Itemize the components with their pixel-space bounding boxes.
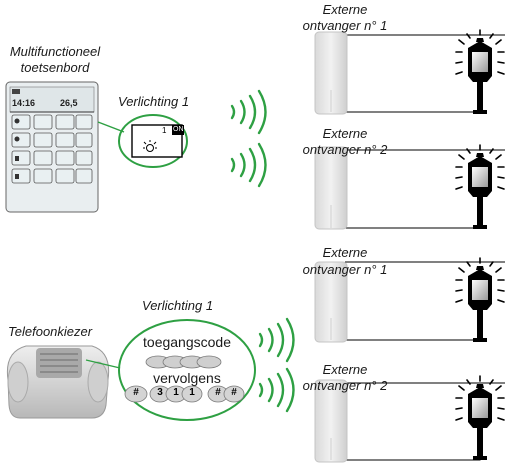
keypad-bubble-state: ON [173, 126, 184, 133]
receiver-1-line1: Externe [322, 2, 368, 17]
keypad-label-line2: toetsenbord [20, 60, 90, 75]
keypad-time: 14:16 [12, 98, 36, 108]
phone-bubble-title: Verlichting 1 [142, 298, 214, 313]
access-code-label: toegangscode [143, 334, 231, 350]
receiver-2-line2: ontvanger n° 2 [302, 142, 388, 157]
receiver-2-line1: Externe [322, 126, 368, 141]
receiver-devices [314, 31, 348, 463]
receiver-3-line2: ontvanger n° 1 [302, 262, 388, 277]
keypad-device [5, 81, 99, 213]
code-key-3: 1 [173, 387, 179, 398]
keypad-bubble-title: Verlichting 1 [118, 94, 190, 109]
then-label: vervolgens [153, 370, 221, 386]
keypad-bubble-channel: 1 [162, 126, 167, 135]
code-key-5: # [215, 387, 221, 398]
code-key-6: # [231, 387, 237, 398]
code-key-1: # [133, 387, 139, 398]
phone-dialer-device [6, 345, 110, 419]
code-key-4: 1 [189, 387, 195, 398]
receiver-4-line1: Externe [322, 362, 368, 377]
keypad-temperature: 26,5 [60, 98, 78, 108]
code-key-2: 3 [157, 387, 163, 398]
receiver-4-line2: ontvanger n° 2 [302, 378, 388, 393]
keypad-label-line1: Multifunctioneel [9, 44, 101, 59]
phone-label: Telefoonkiezer [8, 324, 93, 339]
receiver-1-line2: ontvanger n° 1 [302, 18, 388, 33]
receiver-3-line1: Externe [322, 245, 368, 260]
